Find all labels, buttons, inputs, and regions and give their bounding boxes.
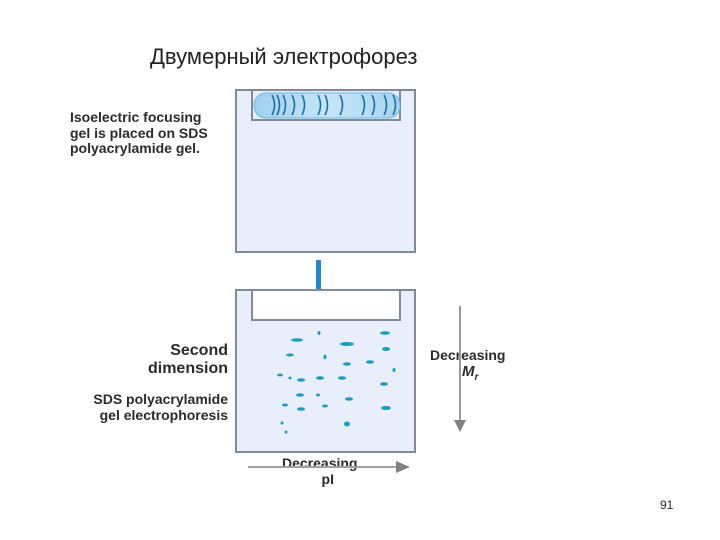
second-line-2: dimension bbox=[147, 359, 228, 377]
sds-line-2: gel electrophoresis bbox=[99, 406, 228, 423]
protein-spot bbox=[277, 373, 283, 377]
ief-band bbox=[271, 94, 276, 116]
protein-spot bbox=[380, 382, 388, 386]
page-number: 91 bbox=[660, 498, 674, 512]
protein-spot bbox=[284, 430, 288, 434]
sds-line-1: SDS polyacrylamide bbox=[93, 391, 228, 407]
ief-band bbox=[392, 94, 397, 116]
top-gel-cassette bbox=[235, 89, 416, 253]
protein-spot bbox=[316, 376, 324, 380]
protein-spot bbox=[340, 342, 354, 346]
mr-symbol: Mr bbox=[430, 362, 505, 383]
protein-spot bbox=[291, 338, 303, 342]
ief-band bbox=[282, 94, 287, 116]
protein-spot bbox=[297, 407, 305, 411]
protein-spot bbox=[344, 421, 350, 427]
decreasing-mr-text: Decreasing bbox=[430, 347, 506, 363]
protein-spot bbox=[323, 354, 327, 360]
ief-description: Isoelectric focusing gel is placed on SD… bbox=[70, 109, 208, 157]
protein-spot bbox=[343, 362, 351, 366]
ief-line-3: polyacrylamide gel. bbox=[70, 140, 200, 157]
bottom-gel-cassette bbox=[235, 289, 416, 453]
slide-title: Двумерный электрофорез bbox=[150, 44, 418, 69]
bottom-gel-slot bbox=[236, 289, 415, 321]
ief-band bbox=[371, 94, 376, 116]
pi-symbol: pI bbox=[321, 470, 334, 487]
ief-bands bbox=[271, 94, 397, 116]
protein-spot bbox=[282, 403, 288, 407]
bottom-slot-fill bbox=[253, 291, 399, 319]
ief-band bbox=[276, 94, 281, 116]
protein-spot bbox=[380, 331, 390, 335]
ief-band bbox=[324, 94, 329, 116]
protein-spot bbox=[381, 406, 391, 410]
protein-spot bbox=[316, 393, 320, 397]
ief-line-1: Isoelectric focusing bbox=[70, 109, 202, 125]
protein-spot bbox=[392, 368, 396, 372]
protein-spot bbox=[382, 347, 390, 351]
ief-band bbox=[291, 94, 296, 116]
ief-band bbox=[317, 94, 322, 116]
ief-band bbox=[383, 94, 388, 116]
pi-arrow-head bbox=[396, 461, 410, 473]
mr-subscript: r bbox=[474, 371, 479, 383]
protein-spot bbox=[296, 393, 304, 397]
second-dimension-label: Second dimension bbox=[140, 342, 228, 378]
protein-spots bbox=[277, 331, 396, 434]
ief-band bbox=[361, 94, 366, 116]
protein-spot bbox=[322, 404, 328, 408]
protein-spot bbox=[286, 353, 294, 357]
second-line-1: Second bbox=[170, 342, 228, 359]
mr-arrow-head bbox=[454, 420, 466, 432]
mr-arrow bbox=[454, 306, 466, 432]
protein-spot bbox=[345, 397, 353, 401]
transfer-arrow-shaft bbox=[316, 260, 321, 294]
ief-line-2: gel is placed on SDS bbox=[70, 124, 208, 141]
protein-spot bbox=[288, 376, 292, 380]
protein-spot bbox=[280, 421, 284, 425]
pi-arrow bbox=[248, 461, 410, 473]
mr-letter: M bbox=[462, 362, 475, 380]
top-gel-slot bbox=[236, 89, 415, 121]
sds-page-label: SDS polyacrylamide gel electrophoresis bbox=[68, 391, 228, 423]
ief-band bbox=[339, 94, 344, 116]
protein-spot bbox=[366, 360, 374, 364]
protein-spot bbox=[317, 331, 321, 335]
ief-band bbox=[301, 94, 306, 116]
protein-spot bbox=[297, 378, 305, 382]
decreasing-mr-label: Decreasing Mr bbox=[430, 347, 506, 383]
protein-spot bbox=[338, 376, 346, 380]
